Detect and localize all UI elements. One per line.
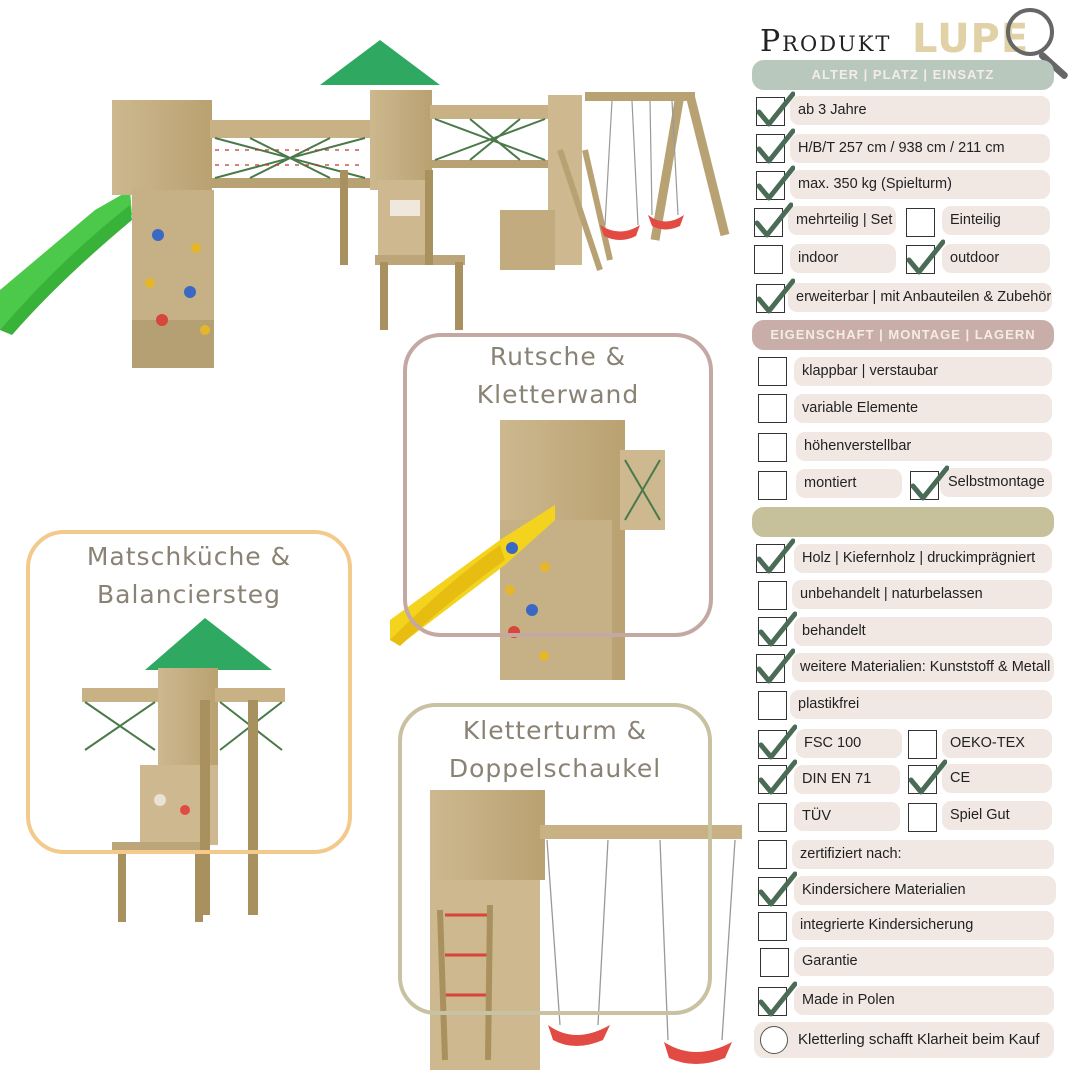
checklist-item-label: outdoor: [942, 244, 1050, 273]
frame-title-mudkitchen: Matschküche & Balanciersteg: [86, 542, 292, 609]
checklist-item-label: Spiel Gut: [942, 801, 1052, 830]
checklist-item-label: unbehandelt | naturbelassen: [792, 580, 1052, 609]
checklist-item-label: integrierte Kindersicherung: [792, 911, 1054, 940]
checkbox-21[interactable]: [908, 759, 947, 795]
checkbox-11[interactable]: [758, 471, 787, 500]
main-playset-image: [0, 40, 730, 368]
section-header-age-space: ALTER | PLATZ | EINSATZ: [752, 60, 1054, 90]
checklist-item-label: H/B/T 257 cm / 938 cm / 211 cm: [790, 134, 1050, 163]
brand-logo: Produkt LUPE: [760, 14, 1060, 66]
checklist-item-label: klappbar | verstaubar: [794, 357, 1052, 386]
checkbox-0[interactable]: [756, 91, 795, 127]
checkbox-18[interactable]: [758, 724, 797, 760]
checklist-item-label: CE: [942, 764, 1052, 793]
checkbox-17[interactable]: [758, 691, 787, 720]
checklist-item-label: TÜV: [794, 802, 900, 831]
checkbox-16[interactable]: [756, 648, 795, 684]
brand-part1: Produkt: [760, 24, 892, 59]
checklist-item-label: höhenverstellbar: [796, 432, 1052, 461]
section-header-properties: EIGENSCHAFT | MONTAGE | LAGERN: [752, 320, 1054, 350]
checkbox-13[interactable]: [756, 538, 795, 574]
climbingtower-doubleswing-image: [430, 790, 742, 1070]
magnifier-icon: [1006, 8, 1054, 56]
frame-slide-climbingwall: [403, 333, 713, 637]
checklist-item-label: Kindersichere Materialien: [794, 876, 1056, 905]
checkbox-1[interactable]: [756, 128, 795, 164]
checkbox-23[interactable]: [908, 803, 937, 832]
footer-badge: Kletterling schafft Klarheit beim Kauf: [754, 1022, 1054, 1058]
section-header-materials: [752, 507, 1054, 537]
footer-text: Kletterling schafft Klarheit beim Kauf: [798, 1031, 1040, 1048]
checkbox-24[interactable]: [758, 840, 787, 869]
checkbox-10[interactable]: [758, 433, 787, 462]
checklist-item-label: weitere Materialien: Kunststoff & Metall: [792, 653, 1054, 682]
checkbox-27[interactable]: [760, 948, 789, 977]
frame-title-climbingtower: Kletterturm & Doppelschaukel: [448, 716, 662, 783]
checklist-item-label: Einteilig: [942, 206, 1050, 235]
checklist-item-label: mehrteilig | Set: [788, 206, 896, 235]
checkbox-7[interactable]: [756, 278, 795, 314]
frame-climbingtower-doubleswing: [398, 703, 712, 1015]
checkbox-4[interactable]: [906, 208, 935, 237]
checklist-item-label: erweiterbar | mit Anbauteilen & Zubehör: [788, 283, 1052, 312]
checkbox-9[interactable]: [758, 394, 787, 423]
checkbox-12[interactable]: [910, 465, 949, 501]
checkbox-25[interactable]: [758, 871, 797, 907]
checkbox-20[interactable]: [758, 759, 797, 795]
checklist-item-label: FSC 100: [796, 729, 902, 758]
frame-mudkitchen-balancebeam: [26, 530, 352, 854]
checkbox-2[interactable]: [756, 165, 795, 201]
checkbox-8[interactable]: [758, 357, 787, 386]
kletterling-logo-icon: [760, 1026, 788, 1054]
checkbox-15[interactable]: [758, 611, 797, 647]
checklist-item-label: indoor: [790, 244, 896, 273]
checklist-item-label: Selbstmontage: [940, 468, 1052, 497]
checklist-item-label: Garantie: [794, 947, 1054, 976]
checklist-item-label: OEKO-TEX: [942, 729, 1052, 758]
checklist-item-label: plastikfrei: [790, 690, 1052, 719]
checkbox-6[interactable]: [906, 239, 945, 275]
checklist-item-label: DIN EN 71: [794, 765, 900, 794]
checklist-item-label: zertifiziert nach:: [792, 840, 1054, 869]
checklist-item-label: ab 3 Jahre: [790, 96, 1050, 125]
checkbox-19[interactable]: [908, 730, 937, 759]
frame-title-slide: Rutsche & Kletterwand: [476, 342, 640, 409]
checkbox-3[interactable]: [754, 202, 793, 238]
checkbox-22[interactable]: [758, 803, 787, 832]
checklist-item-label: Made in Polen: [794, 986, 1054, 1015]
checkbox-5[interactable]: [754, 245, 783, 274]
checklist-item-label: behandelt: [794, 617, 1052, 646]
playset-illustrations: [0, 40, 742, 1070]
checklist-item-label: max. 350 kg (Spielturm): [790, 170, 1050, 199]
checklist-item-label: variable Elemente: [794, 394, 1052, 423]
checkbox-28[interactable]: [758, 981, 797, 1017]
checkbox-26[interactable]: [758, 912, 787, 941]
checklist-item-label: montiert: [796, 469, 902, 498]
checklist-item-label: Holz | Kiefernholz | druckimprägniert: [794, 544, 1052, 573]
checkbox-14[interactable]: [758, 581, 787, 610]
